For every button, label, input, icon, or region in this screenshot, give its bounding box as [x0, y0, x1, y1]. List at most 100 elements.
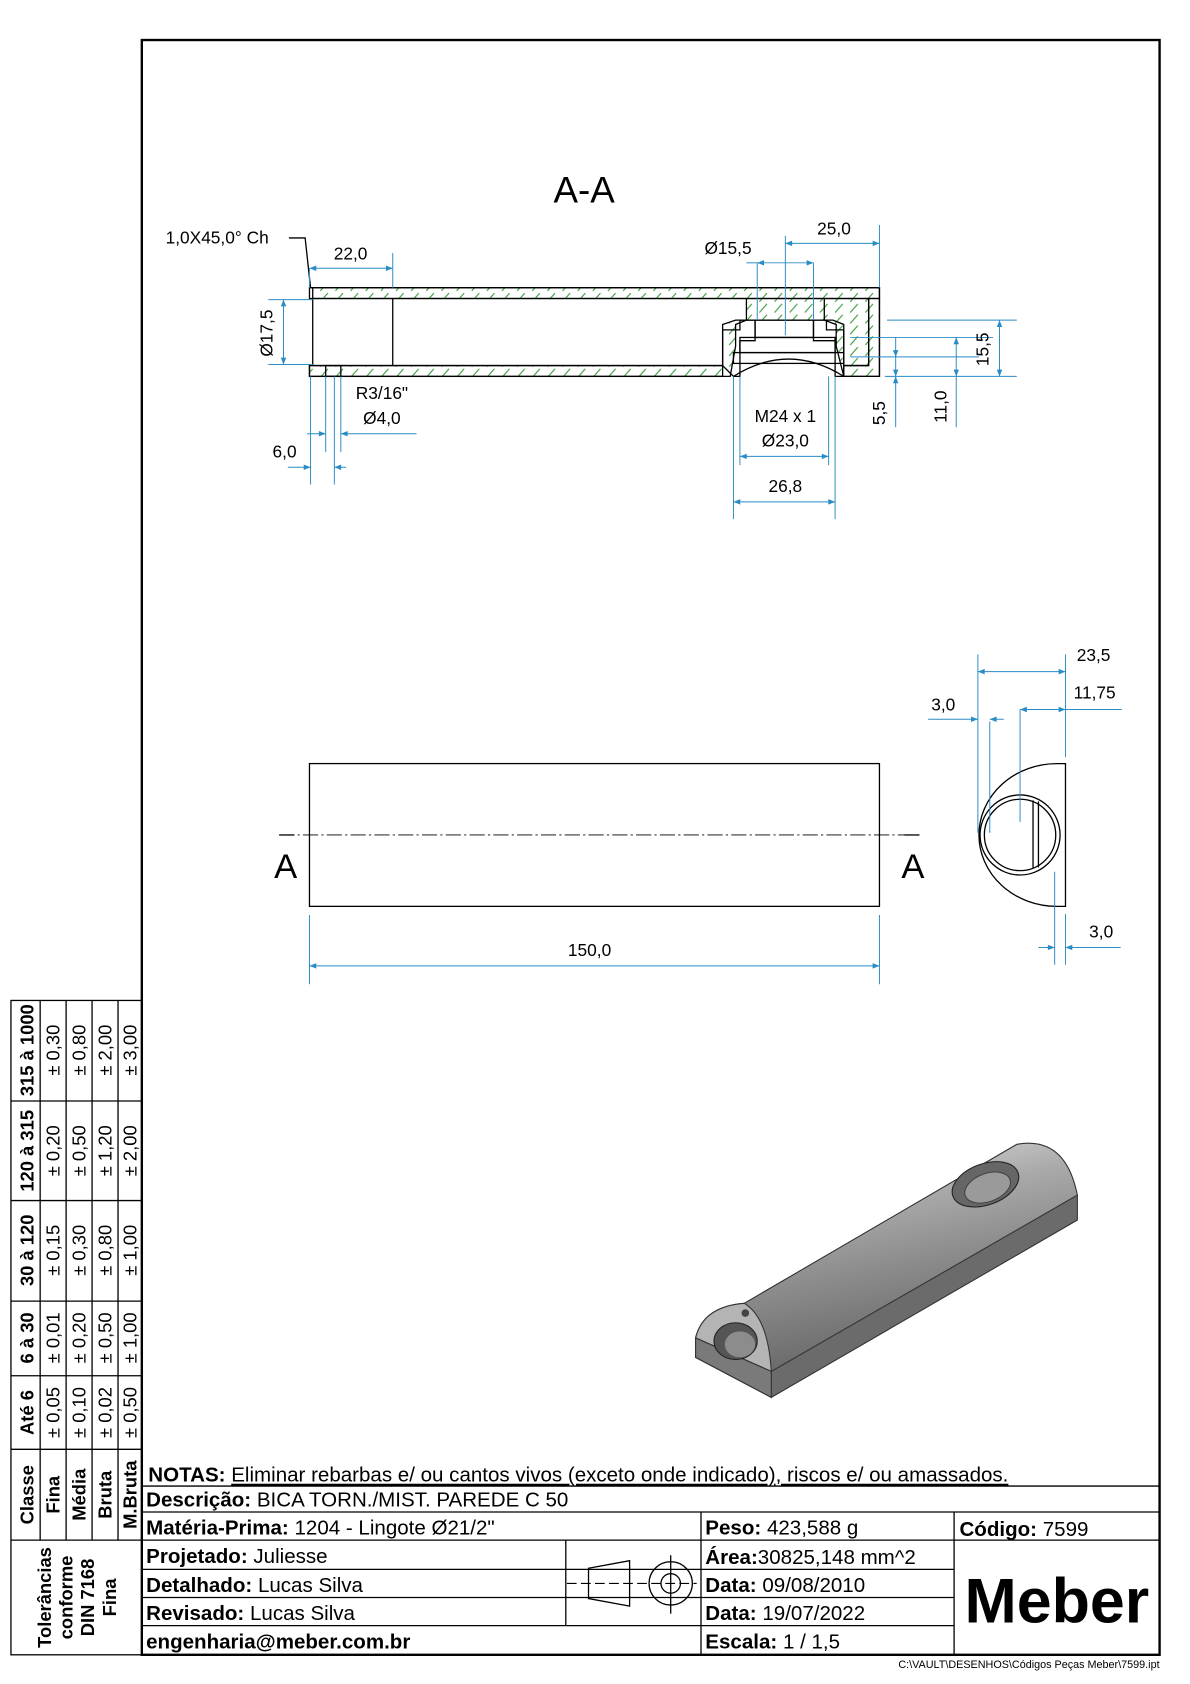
tol-class: M.Bruta	[119, 1460, 140, 1529]
file-path: C:\VAULT\DESENHOS\Códigos Peças Meber\75…	[898, 1659, 1159, 1671]
weight-value: 423,588 g	[767, 1517, 858, 1540]
tol-value: ± 0,30	[69, 1225, 90, 1276]
tol-row-bruta: Bruta ± 0,02 ± 0,50 ± 0,80 ± 1,20 ± 2,00	[95, 1025, 116, 1519]
section-view-a-a: A-A 1,0X45,0° Ch 22,0 Ø17,5 R3/16" Ø4,0	[166, 169, 1017, 520]
tolerance-standard-note: Tolerâncias conforme DIN 7168 Fina	[34, 1547, 120, 1648]
code-value: 7599	[1043, 1518, 1089, 1541]
scale-value: 1 / 1,5	[783, 1630, 840, 1653]
tolerance-table: Classe Até 6 6 à 30 30 à 120 120 à 315 3…	[10, 999, 143, 1656]
reviewed-by: Revisado: Lucas Silva	[146, 1602, 355, 1625]
scale: Escala: 1 / 1,5	[705, 1630, 840, 1653]
description: Descrição: BICA TORN./MIST. PAREDE C 50	[146, 1489, 568, 1512]
dim-150: 150,0	[568, 940, 611, 960]
dim-26-8: 26,8	[769, 476, 803, 496]
date2-label: Data:	[705, 1602, 756, 1625]
dim-dia-17-5: Ø17,5	[257, 310, 277, 357]
area-value: 30825,148 mm^2	[758, 1546, 916, 1569]
tol-value: ± 1,00	[119, 1225, 140, 1276]
section-title: A-A	[554, 169, 616, 210]
section-label-right: A	[901, 848, 925, 886]
dim-11-75: 11,75	[1074, 683, 1116, 703]
tol-value: ± 3,00	[119, 1025, 140, 1076]
title-block: NOTAS: Eliminar rebarbas e/ ou cantos vi…	[141, 1464, 1160, 1671]
designed-label: Projetado:	[146, 1545, 248, 1568]
revision-date: Data: 19/07/2022	[705, 1602, 865, 1625]
reviewed-value: Lucas Silva	[250, 1602, 356, 1625]
isometric-view	[694, 1142, 1078, 1399]
dim-5-5: 5,5	[869, 401, 889, 425]
tol-value: ± 0,30	[43, 1025, 64, 1076]
tol-header-upto6: Até 6	[17, 1390, 38, 1435]
tol-value: ± 0,50	[119, 1387, 140, 1438]
tol-value: ± 0,20	[43, 1125, 64, 1176]
tol-value: ± 0,01	[43, 1312, 64, 1363]
tol-value: ± 0,02	[95, 1387, 116, 1438]
tol-row-mbruta: M.Bruta ± 0,50 ± 1,00 ± 1,00 ± 2,00 ± 3,…	[119, 1025, 140, 1529]
dim-22: 22,0	[334, 244, 368, 264]
date1-label: Data:	[705, 1574, 756, 1597]
detailed-label: Detalhado:	[146, 1574, 252, 1597]
tol-note-line: conforme	[56, 1556, 77, 1640]
dim-11: 11,0	[931, 390, 951, 422]
tol-value: ± 0,80	[69, 1025, 90, 1076]
date1-value: 09/08/2010	[762, 1574, 865, 1597]
dim-m24: M24 x 1	[755, 406, 817, 426]
dim-dia-15-5: Ø15,5	[704, 238, 751, 258]
front-view: A A 150,0	[274, 762, 925, 985]
designed-value: Juliesse	[253, 1545, 327, 1568]
tol-value: ± 0,05	[43, 1387, 64, 1438]
tol-class: Fina	[43, 1475, 64, 1514]
dim-3-bottom: 3,0	[1089, 922, 1113, 942]
dim-25: 25,0	[817, 219, 851, 239]
section-label-left: A	[274, 848, 298, 886]
tol-header-class: Classe	[17, 1465, 38, 1524]
tol-row-fina: Fina ± 0,05 ± 0,01 ± 0,15 ± 0,20 ± 0,30	[43, 1025, 64, 1514]
scale-label: Escala:	[705, 1630, 777, 1653]
tol-value: ± 0,20	[69, 1312, 90, 1363]
creation-date: Data: 09/08/2010	[705, 1574, 865, 1597]
tol-header-120-315: 120 à 315	[17, 1110, 38, 1192]
tol-value: ± 0,80	[95, 1225, 116, 1276]
detailed-by: Detalhado: Lucas Silva	[146, 1574, 363, 1597]
detailed-value: Lucas Silva	[258, 1574, 364, 1597]
company-logo: Meber	[964, 1566, 1149, 1636]
material-value: 1204 - Lingote Ø21/2"	[295, 1517, 495, 1540]
tol-class: Bruta	[95, 1470, 116, 1519]
tol-value: ± 2,00	[95, 1025, 116, 1076]
dim-r3-16: R3/16"	[356, 383, 408, 403]
tol-header-315-1000: 315 à 1000	[17, 1004, 38, 1096]
tol-row-media: Média ± 0,10 ± 0,20 ± 0,30 ± 0,50 ± 0,80	[69, 1025, 90, 1521]
notes-label: NOTAS:	[148, 1464, 225, 1487]
material: Matéria-Prima: 1204 - Lingote Ø21/2"	[146, 1517, 495, 1540]
drawing-frame	[140, 38, 1161, 1656]
tol-value: ± 1,20	[95, 1125, 116, 1176]
area: Área:30825,148 mm^2	[705, 1546, 916, 1569]
tol-value: ± 2,00	[119, 1125, 140, 1176]
dim-23-5: 23,5	[1077, 645, 1111, 665]
description-value: BICA TORN./MIST. PAREDE C 50	[257, 1489, 568, 1512]
side-view: 23,5 11,75 3,0 3,0	[928, 645, 1122, 965]
tol-value: ± 0,15	[43, 1225, 64, 1276]
tol-note-line: Fina	[99, 1578, 120, 1617]
material-label: Matéria-Prima:	[146, 1517, 289, 1540]
tol-value: ± 0,10	[69, 1387, 90, 1438]
reviewed-label: Revisado:	[146, 1602, 244, 1625]
contact-email: engenharia@meber.com.br	[146, 1630, 410, 1653]
description-label: Descrição:	[146, 1489, 251, 1512]
area-label: Área:	[705, 1546, 758, 1569]
tol-class: Média	[69, 1468, 90, 1521]
dim-dia-4: Ø4,0	[363, 408, 400, 428]
tol-value: ± 0,50	[95, 1312, 116, 1363]
tol-note-line: Tolerâncias	[34, 1547, 55, 1648]
dim-15-5-height: 15,5	[973, 333, 993, 367]
dim-dia-23: Ø23,0	[762, 431, 809, 451]
code: Código: 7599	[959, 1518, 1088, 1541]
tol-value: ± 0,50	[69, 1125, 90, 1176]
weight-label: Peso:	[705, 1517, 761, 1540]
designed-by: Projetado: Juliesse	[146, 1545, 327, 1568]
tol-header-30-120: 30 à 120	[17, 1215, 38, 1287]
dim-6: 6,0	[273, 442, 297, 462]
tol-value: ± 1,00	[119, 1312, 140, 1363]
code-label: Código:	[959, 1518, 1037, 1541]
notes-text: Eliminar rebarbas e/ ou cantos vivos (ex…	[231, 1464, 1008, 1487]
